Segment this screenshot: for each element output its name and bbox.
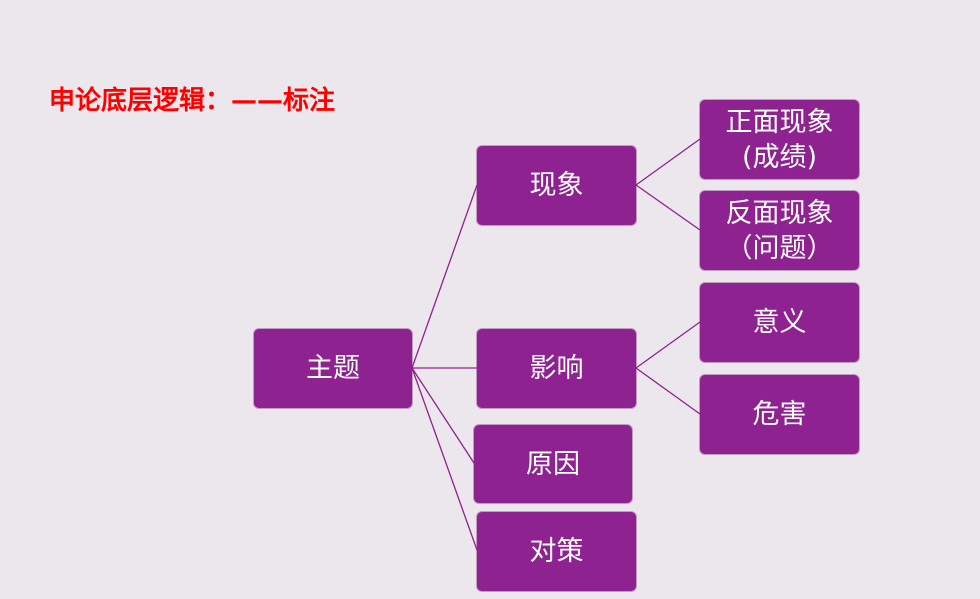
- node-phenomenon-label: 现象: [529, 170, 584, 201]
- node-harm: 危害: [700, 375, 859, 454]
- node-topic: 主题: [254, 329, 412, 408]
- connector-impact-significance: [635, 321, 701, 369]
- node-cause-label: 原因: [526, 448, 580, 480]
- connector-topic-phenomenon: [411, 184, 478, 369]
- node-negative-phenomenon: 反面现象 （问题）: [700, 191, 859, 270]
- node-topic-label: 主题: [306, 353, 360, 384]
- connector-impact-harm: [635, 367, 701, 415]
- node-impact: 影响: [477, 329, 636, 408]
- connector-phenomenon-positive: [635, 138, 701, 186]
- connector-phenomenon-negative: [635, 184, 701, 231]
- node-impact-label: 影响: [529, 353, 584, 384]
- node-positive-phenomenon: 正面现象 (成绩): [700, 100, 859, 179]
- node-harm-label: 危害: [752, 399, 807, 430]
- node-significance: 意义: [700, 283, 859, 362]
- node-positive-phenomenon-label: 正面现象 (成绩): [725, 106, 834, 173]
- node-countermeasure-label: 对策: [529, 536, 584, 567]
- connector-topic-countermeasure: [411, 367, 478, 551]
- node-countermeasure: 对策: [477, 512, 636, 591]
- node-negative-phenomenon-label: 反面现象 （问题）: [725, 197, 834, 264]
- node-phenomenon: 现象: [477, 146, 636, 225]
- node-cause: 原因: [474, 425, 632, 503]
- node-significance-label: 意义: [752, 307, 807, 338]
- connector-topic-cause: [411, 367, 475, 464]
- diagram-title: 申论底层逻辑：——标注: [49, 86, 336, 116]
